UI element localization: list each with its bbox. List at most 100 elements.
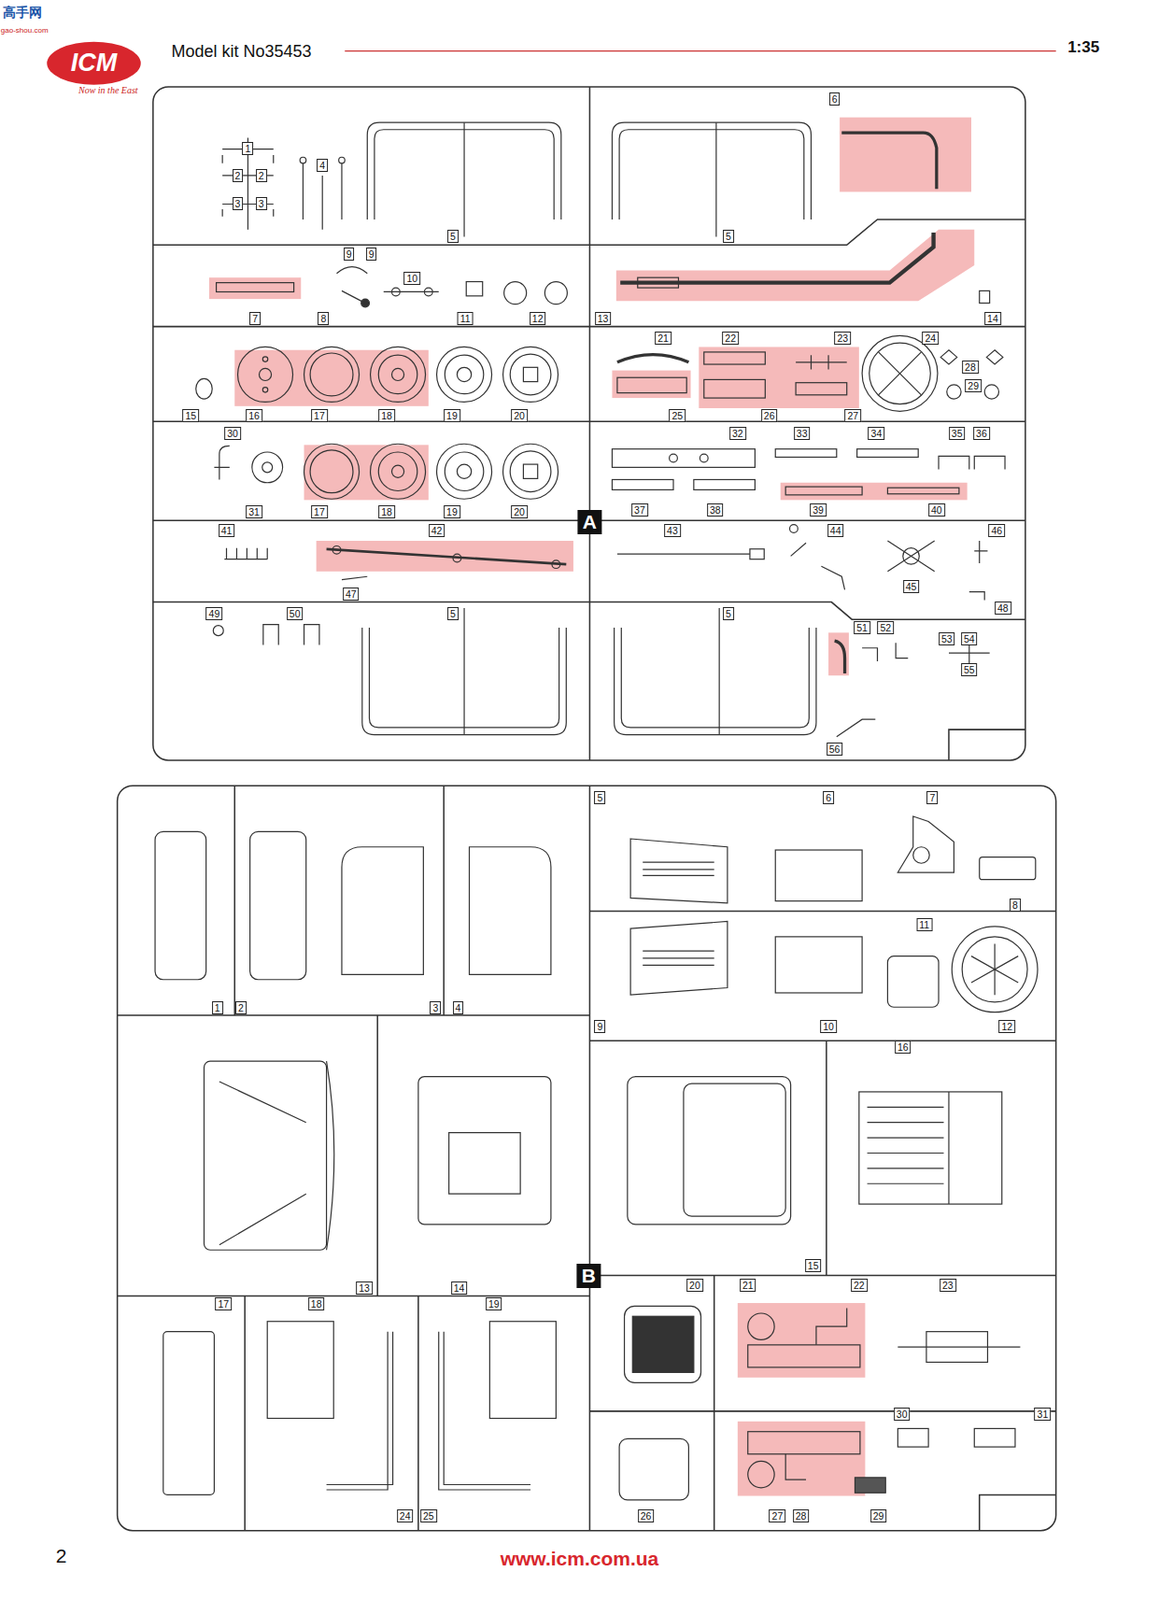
sprue-drawing <box>627 1076 792 1225</box>
callout-number: 12 <box>529 311 547 326</box>
sprue-drawing <box>785 1454 806 1480</box>
sprue-drawing <box>370 443 426 499</box>
sprue-drawing <box>630 838 728 904</box>
sprue-drawing <box>854 1477 886 1493</box>
sprue-drawing <box>862 335 938 411</box>
callout-number: 39 <box>809 503 827 517</box>
callout-number: 19 <box>443 409 461 423</box>
sprue-drawing <box>449 1132 521 1195</box>
sprue-drawing <box>326 549 567 565</box>
callout-number: 1 <box>242 141 255 156</box>
callout-number: 20 <box>510 409 528 423</box>
sprue-drawing <box>611 370 691 398</box>
callout-number: 51 <box>853 621 871 635</box>
sprue-drawing <box>946 384 962 399</box>
sprue-drawing <box>938 455 1005 469</box>
callout-number: 10 <box>403 271 421 285</box>
sprue-drawing <box>310 353 354 396</box>
callout-number: 11 <box>916 918 933 932</box>
sprue-drawing <box>444 354 484 395</box>
sprue-drawing <box>117 785 1057 1530</box>
sprue-drawing <box>637 277 679 288</box>
sprue-drawing <box>370 346 426 402</box>
sprue-drawing <box>897 1427 929 1447</box>
sprue-drawing <box>737 1421 866 1497</box>
callout-number: 22 <box>721 331 739 345</box>
sprue-drawing <box>153 601 591 604</box>
sprue-drawing <box>437 346 493 402</box>
sprue-drawing <box>589 785 592 1530</box>
sprue-drawing <box>304 444 429 500</box>
sprue-drawing <box>391 367 404 381</box>
sprue-drawing <box>503 443 559 499</box>
sprue-drawing <box>836 719 877 737</box>
highlight <box>209 117 975 1497</box>
sprue-drawing <box>683 1083 786 1216</box>
sprue-drawing <box>522 464 538 479</box>
watermark: 高手网 <box>2 4 43 22</box>
callout-number: 28 <box>961 360 979 374</box>
sprue-drawing <box>775 449 837 458</box>
sprue-drawing <box>748 1431 861 1455</box>
scale-label: 1:35 <box>1067 38 1100 57</box>
sprue-drawing <box>163 1331 215 1496</box>
callout-number: 2 <box>232 169 244 183</box>
sprue-drawing <box>632 1315 694 1372</box>
callout-number: 37 <box>631 503 649 517</box>
callout-number: 44 <box>827 523 845 538</box>
sprue-drawing <box>624 1305 702 1383</box>
callout-number: 19 <box>443 505 461 519</box>
callout-number: 26 <box>761 409 778 423</box>
sprue-drawing <box>859 1091 1003 1204</box>
sprue-drawing <box>748 1344 861 1368</box>
callout-number: 3 <box>232 197 244 211</box>
sprue-drawing <box>316 540 574 572</box>
callout-number: 43 <box>664 523 681 538</box>
callout-number: 11 <box>457 311 474 326</box>
callout-number: 35 <box>948 426 966 440</box>
sprue-drawing <box>250 831 307 979</box>
sprue-drawing <box>252 452 283 483</box>
sprue-drawing <box>719 607 721 735</box>
callout-number: 9 <box>593 1019 606 1033</box>
sprue-drawing <box>262 387 268 393</box>
sprue-drawing <box>216 282 295 293</box>
callout-number: 16 <box>245 409 263 423</box>
callout-number: 28 <box>792 1509 810 1523</box>
callout-number: 15 <box>182 409 199 423</box>
sprue-drawing <box>337 267 368 274</box>
callout-number: 5 <box>447 229 459 243</box>
callout-number: 24 <box>921 331 939 345</box>
callout-number: 12 <box>998 1019 1016 1033</box>
part-outline <box>155 816 1038 1500</box>
callout-number: 9 <box>366 247 378 261</box>
sprue-drawing <box>611 122 811 220</box>
header <box>46 42 1056 85</box>
sprue-drawing <box>869 342 932 405</box>
sprue-drawing <box>698 346 860 409</box>
callout-number: 17 <box>310 409 328 423</box>
sprue-drawing <box>699 453 708 463</box>
sprue-drawing <box>611 449 755 468</box>
callout-number: 14 <box>451 1281 468 1295</box>
sprue-drawing <box>748 1313 775 1340</box>
sprue-drawing <box>466 282 482 297</box>
sprue-drawing <box>209 277 301 299</box>
callout-number: 47 <box>342 587 360 601</box>
callout-number: 30 <box>893 1407 911 1421</box>
sprue-drawing <box>391 287 400 297</box>
sprue-drawing <box>785 486 863 495</box>
sprue-drawing <box>642 862 714 965</box>
sprue-drawing <box>795 354 848 369</box>
callout-number: 21 <box>654 331 672 345</box>
callout-number: 55 <box>961 663 978 677</box>
callout-number: 34 <box>868 426 886 440</box>
callout-number: 18 <box>378 505 396 519</box>
callout-number: 25 <box>669 409 687 423</box>
callout-number: 33 <box>793 426 811 440</box>
callout-number: 24 <box>396 1509 414 1523</box>
sprue-drawing <box>222 149 274 217</box>
callout-number: 4 <box>316 158 328 172</box>
sprue-drawing <box>979 1494 1057 1530</box>
sprue-drawing <box>620 232 933 283</box>
